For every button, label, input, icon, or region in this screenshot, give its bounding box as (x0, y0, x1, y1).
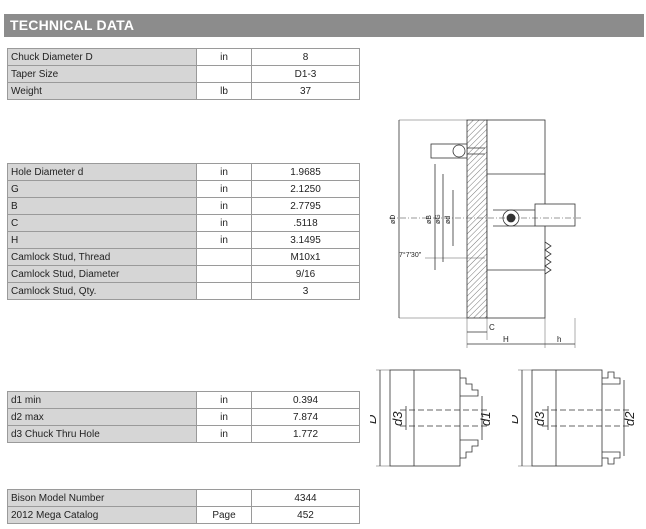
chuck-backplate (466, 119, 488, 319)
row-unit (196, 489, 252, 507)
row-label: Chuck Diameter D (7, 48, 197, 66)
table-row: Camlock Stud, Diameter 9/16 (7, 265, 360, 283)
row-label: Taper Size (7, 65, 197, 83)
jaw-diagram-outer: D d3 d1 (370, 369, 493, 467)
row-label: Camlock Stud, Thread (7, 248, 197, 266)
row-label: d2 max (7, 408, 197, 426)
dim-label-G: øG (435, 214, 442, 224)
row-value: 7.874 (251, 408, 360, 426)
dim-label-C: C (489, 323, 495, 332)
row-value: .5118 (251, 214, 360, 232)
row-value: 3 (251, 282, 360, 300)
section-header: TECHNICAL DATA (4, 14, 644, 37)
row-unit: in (196, 48, 252, 66)
row-unit: in (196, 197, 252, 215)
row-value: 1.9685 (251, 163, 360, 181)
row-value: 3.1495 (251, 231, 360, 249)
row-unit (196, 282, 252, 300)
table-row: Camlock Stud, Thread M10x1 (7, 248, 360, 266)
dim-label-H: H (503, 335, 509, 344)
dim-label-d3: d3 (532, 411, 547, 426)
row-unit (196, 265, 252, 283)
row-label: Camlock Stud, Qty. (7, 282, 197, 300)
dim-label-d: ød (445, 216, 452, 224)
row-label: H (7, 231, 197, 249)
row-value: 2.1250 (251, 180, 360, 198)
dim-label-d1: d1 (478, 412, 493, 426)
camlock-stud (430, 143, 485, 159)
row-label: Hole Diameter d (7, 163, 197, 181)
jaw-step-bottom (460, 439, 479, 459)
row-value: 37 (251, 82, 360, 100)
row-label: Camlock Stud, Diameter (7, 265, 197, 283)
row-label: d1 min (7, 391, 197, 409)
dim-label-D: D (512, 415, 521, 424)
table-row: Bison Model Number 4344 (7, 489, 360, 507)
row-value: M10x1 (251, 248, 360, 266)
row-unit: in (196, 408, 252, 426)
chuck-section-diagram: øD øB øG ød 7°7'30" C H h (389, 119, 581, 348)
row-value: 4344 (251, 489, 360, 507)
section-title: TECHNICAL DATA (10, 17, 135, 33)
row-unit: in (196, 231, 252, 249)
dim-label-D: D (370, 415, 379, 424)
spec-table-model: Bison Model Number 4344 2012 Mega Catalog… (7, 489, 360, 524)
row-value: 0.394 (251, 391, 360, 409)
row-label: Weight (7, 82, 197, 100)
row-unit (196, 65, 252, 83)
table-row: Camlock Stud, Qty. 3 (7, 282, 360, 300)
row-unit (196, 248, 252, 266)
row-value: 452 (251, 506, 360, 524)
dimension-lines (398, 119, 576, 348)
row-value: 9/16 (251, 265, 360, 283)
row-unit: in (196, 391, 252, 409)
row-label: C (7, 214, 197, 232)
chuck-key (493, 203, 576, 227)
jaw-step-top (602, 371, 621, 385)
row-unit: in (196, 214, 252, 232)
row-unit: in (196, 425, 252, 443)
dim-label-D: øD (390, 215, 397, 224)
chuck-body-outline (389, 369, 461, 467)
row-label: d3 Chuck Thru Hole (7, 425, 197, 443)
jaw-step-top (460, 377, 479, 397)
row-label: B (7, 197, 197, 215)
jaw-diagram-inner: D d3 d2 (512, 369, 637, 467)
row-value: D1-3 (251, 65, 360, 83)
row-value: 2.7795 (251, 197, 360, 215)
table-row: Taper Size D1-3 (7, 65, 360, 83)
dim-label-d2: d2 (622, 411, 637, 426)
row-unit: lb (196, 82, 252, 100)
row-value: 8 (251, 48, 360, 66)
row-unit: Page (196, 506, 252, 524)
chuck-body-outline (531, 369, 603, 467)
row-label: 2012 Mega Catalog (7, 506, 197, 524)
row-value: 1.772 (251, 425, 360, 443)
row-unit: in (196, 163, 252, 181)
dim-label-h: h (557, 335, 561, 344)
row-unit: in (196, 180, 252, 198)
row-label: Bison Model Number (7, 489, 197, 507)
angle-label: 7°7'30" (399, 251, 422, 259)
dim-label-d3: d3 (390, 411, 405, 426)
row-label: G (7, 180, 197, 198)
jaw-step-bottom (602, 451, 621, 465)
dim-label-B: øB (426, 215, 433, 224)
